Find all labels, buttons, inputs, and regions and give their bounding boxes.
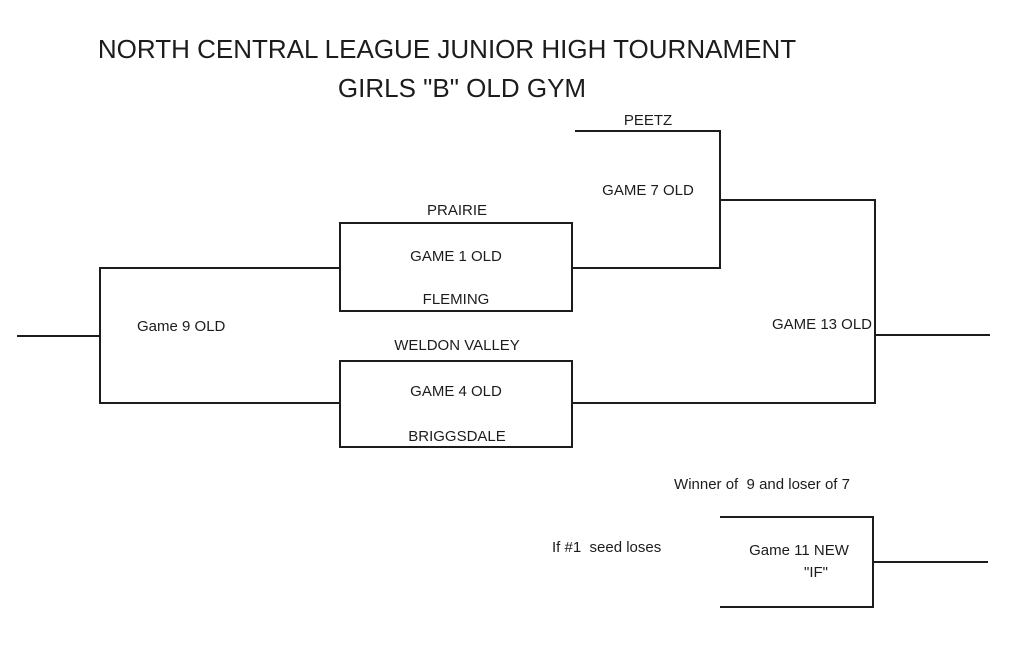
line-game11-top	[720, 516, 874, 518]
team-label-weldon-valley: WELDON VALLEY	[394, 337, 520, 354]
line-game7-winner	[719, 199, 876, 201]
page-title-line2: GIRLS "B" OLD GYM	[337, 73, 587, 103]
game9-label: Game 9 OLD	[137, 318, 226, 335]
game11-if-tag: "IF"	[804, 564, 828, 581]
if-seed-note: If #1 seed loses	[552, 539, 662, 556]
line-game11-winner-stub	[872, 561, 988, 563]
team-label-peetz: PEETZ	[623, 112, 673, 129]
page-title-line1: NORTH CENTRAL LEAGUE JUNIOR HIGH TOURNAM…	[97, 34, 797, 64]
box-game4	[339, 360, 573, 448]
game7-label: GAME 7 OLD	[602, 182, 694, 199]
line-game9-winner-top	[99, 267, 340, 269]
line-v-game13-join	[874, 199, 876, 404]
line-game4-winner	[572, 402, 876, 404]
line-game11-bottom	[720, 606, 874, 608]
game11-label: Game 11 NEW	[749, 542, 849, 559]
line-game9-left-stub	[17, 335, 100, 337]
game4-label: GAME 4 OLD	[410, 383, 502, 400]
team-label-briggsdale: BRIGGSDALE	[408, 428, 506, 445]
line-v-game9-bracket	[99, 267, 101, 404]
line-game13-winner-stub	[874, 334, 990, 336]
team-label-fleming: FLEMING	[422, 291, 490, 308]
game13-label: GAME 13 OLD	[771, 316, 873, 333]
line-game9-winner-bottom	[99, 402, 340, 404]
line-peetz-top	[575, 130, 721, 132]
line-game1-winner	[572, 267, 721, 269]
winner-loser-note: Winner of 9 and loser of 7	[674, 476, 850, 493]
game1-label: GAME 1 OLD	[410, 248, 502, 265]
team-label-prairie: PRAIRIE	[426, 202, 488, 219]
